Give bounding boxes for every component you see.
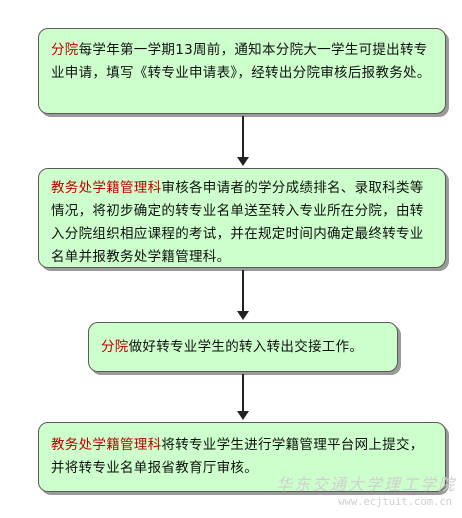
step-4-text: 将转专业学生进行学籍管理平台网上提交，并将转专业名单报省教育厅审核。 — [51, 437, 424, 476]
step-2-text: 审核各申请者的学分成绩排名、录取科类等情况，将初步确定的转专业名单送至转入专业所… — [51, 180, 424, 265]
step-1-box: 分院每学年第一学期13周前，通知本分院大一学生可提出转专业申请，填写《转专业申请… — [38, 28, 446, 114]
watermark-url: www.ecjtuit.com.cn — [338, 496, 452, 508]
arrow-down-icon — [237, 116, 249, 166]
step-3-text: 做好转专业学生的转入转出交接工作。 — [128, 339, 364, 355]
step-4-box: 教务处学籍管理科将转专业学生进行学籍管理平台网上提交，并将转专业名单报省教育厅审… — [38, 422, 446, 492]
arrow-down-icon — [237, 270, 249, 320]
step-3-box: 分院做好转专业学生的转入转出交接工作。 — [88, 322, 398, 372]
step-2-box: 教务处学籍管理科审核各申请者的学分成绩排名、录取科类等情况，将初步确定的转专业名… — [38, 168, 446, 268]
step-3-unit: 分院 — [101, 339, 129, 355]
step-4-unit: 教务处学籍管理科 — [51, 437, 162, 453]
step-1-text: 每学年第一学期13周前，通知本分院大一学生可提出转专业申请，填写《转专业申请表》… — [51, 42, 431, 81]
arrow-down-icon — [237, 374, 249, 420]
step-1-unit: 分院 — [51, 42, 79, 58]
step-2-unit: 教务处学籍管理科 — [51, 180, 162, 196]
